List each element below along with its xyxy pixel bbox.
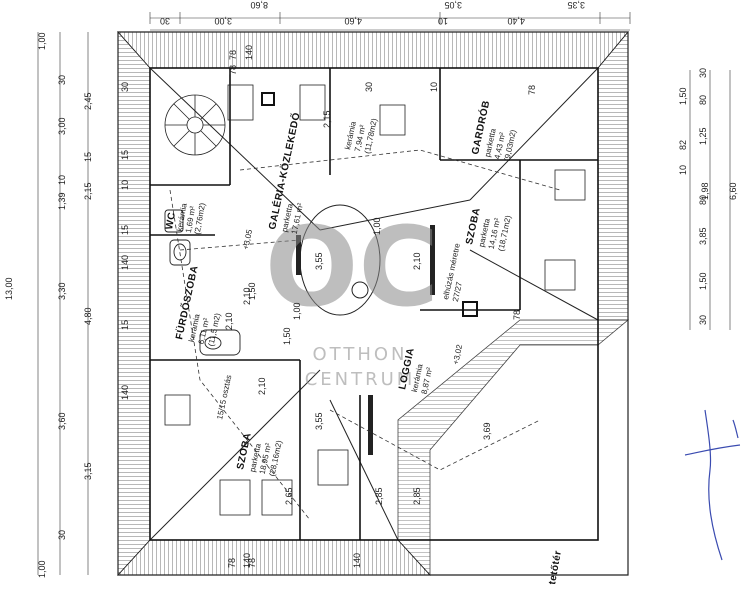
dim-right-a-2: 1,25 bbox=[698, 127, 708, 145]
dim-left-13: 1,00 bbox=[37, 560, 47, 578]
dim-right-a-5: 3,85 bbox=[698, 227, 708, 245]
right-dimension-lines bbox=[689, 70, 731, 330]
dim-int-7: 1,50 bbox=[247, 282, 257, 300]
watermark-line1: OTTHON bbox=[312, 344, 407, 365]
dim-right-b-1: 82 bbox=[678, 140, 688, 150]
bathroom-fixtures bbox=[164, 209, 241, 356]
walls bbox=[149, 67, 599, 541]
furdo-area2: (11,5 m2) bbox=[206, 312, 222, 347]
roof-windows bbox=[164, 84, 586, 516]
dim-left-12: 30 bbox=[57, 530, 67, 540]
top-dimension-chain bbox=[149, 12, 631, 31]
signature bbox=[684, 409, 741, 561]
stair-note: 15/15 osztás bbox=[215, 374, 233, 420]
dim-left-10: 3,60 bbox=[57, 412, 67, 430]
dim-left-1: 30 bbox=[57, 75, 67, 85]
dim-int-10: 2,10 bbox=[257, 377, 267, 395]
dim-overall: 8,60 bbox=[250, 0, 268, 10]
dim-left-9: 4,80 bbox=[83, 307, 93, 325]
dim-left-inner-5: 15 bbox=[120, 320, 130, 330]
left-dimension-lines bbox=[37, 32, 89, 575]
dim-int-24: 78 bbox=[512, 310, 522, 320]
left-dimension-labels: 1,00 30 2,45 3,00 15 10 1,39 2,15 3,30 4,80 3,60 3,… bbox=[37, 32, 130, 578]
dim-int-3: 2,15 bbox=[322, 110, 332, 128]
dim-left-inner-6: 140 bbox=[120, 385, 130, 400]
dim-right-b-0: 1,50 bbox=[678, 87, 688, 105]
dim-left-3: 3,00 bbox=[57, 117, 67, 135]
dim-left-4: 15 bbox=[83, 152, 93, 162]
dim-int-22: 78 bbox=[247, 558, 257, 568]
solid-walls bbox=[261, 92, 478, 455]
dim-right-a-0: 30 bbox=[698, 68, 708, 78]
dim-int-17: 3,69 bbox=[482, 422, 492, 440]
kemeny-value: 27/27 bbox=[451, 281, 464, 303]
dim-int-25: 78 bbox=[527, 85, 537, 95]
top-dimension-labels: 8,60 30 3,00 4,60 3,05 3,35 10 4,40 bbox=[160, 0, 585, 26]
dim-int-6: 1,00 bbox=[292, 302, 302, 320]
dim-int-19: 2,10 bbox=[412, 252, 422, 270]
dim-right-a-3: 80 bbox=[698, 195, 708, 205]
dim-left-5: 10 bbox=[57, 175, 67, 185]
dim-left-inner-2: 10 bbox=[120, 180, 130, 190]
dim-int-4: 30 bbox=[364, 82, 374, 92]
spiral-stair-center bbox=[299, 204, 381, 316]
dim-int-16: 2,85 bbox=[412, 487, 422, 505]
dim-top-10: 10 bbox=[438, 16, 448, 26]
dim-int-11: 3,55 bbox=[314, 252, 324, 270]
dim-left-0: 1,00 bbox=[37, 32, 47, 50]
dim-left-8: 3,30 bbox=[57, 282, 67, 300]
dim-int-20: 78 bbox=[227, 558, 237, 568]
dim-left-11: 3,15 bbox=[83, 462, 93, 480]
dim-int-18: 10 bbox=[429, 82, 439, 92]
dashed-lines bbox=[169, 149, 561, 521]
dim-int-21: 140 bbox=[242, 553, 252, 568]
dim-top-460: 4,60 bbox=[344, 16, 362, 26]
dim-int-8: 2,10 bbox=[242, 287, 252, 305]
dim-int-2: 78 bbox=[228, 65, 238, 75]
watermark: OC OTTHON CENTRUM bbox=[265, 203, 439, 390]
spiral-stair-top bbox=[164, 94, 226, 156]
floor-label: tetőtér bbox=[547, 550, 564, 586]
dim-left-inner-3: 15 bbox=[120, 225, 130, 235]
watermark-logo: OC bbox=[265, 203, 439, 331]
dim-left-inner-0: 30 bbox=[120, 82, 130, 92]
wc-name: WC bbox=[164, 211, 178, 230]
dim-right-a-1: 80 bbox=[698, 95, 708, 105]
level-note-1: +3,05 bbox=[241, 228, 254, 250]
dim-int-12: 1,00 bbox=[372, 217, 382, 235]
roof-ridges bbox=[149, 67, 599, 541]
dim-right-a-4: 1,98 bbox=[700, 182, 710, 200]
dim-top-305: 3,05 bbox=[444, 0, 462, 10]
dim-left-inner-1: 15 bbox=[120, 150, 130, 160]
roof-eaves bbox=[117, 30, 630, 577]
dim-left-2: 2,45 bbox=[83, 92, 93, 110]
dim-top-335: 3,35 bbox=[567, 0, 585, 10]
dim-right-b-3: 6,60 bbox=[728, 182, 738, 200]
dim-top-300: 3,00 bbox=[214, 16, 232, 26]
dim-left-7: 2,15 bbox=[83, 182, 93, 200]
dim-int-9: 1,50 bbox=[282, 327, 292, 345]
watermark-line2: CENTRUM bbox=[305, 369, 416, 390]
dim-int-1: 140 bbox=[244, 45, 254, 60]
dim-int-23: 140 bbox=[352, 553, 362, 568]
dim-int-5: 2,10 bbox=[224, 312, 234, 330]
dim-int-14: 2,85 bbox=[374, 487, 384, 505]
dim-int-0: 78 bbox=[228, 50, 238, 60]
dim-left-6: 1,39 bbox=[57, 192, 67, 210]
dim-right-b-2: 10 bbox=[678, 165, 688, 175]
dim-int-15: 3,55 bbox=[314, 412, 324, 430]
dim-int-13: 2,65 bbox=[284, 487, 294, 505]
dim-left-overall: 13,00 bbox=[4, 277, 14, 300]
dim-top-440: 4,40 bbox=[507, 16, 525, 26]
dim-right-a-6: 1,50 bbox=[698, 272, 708, 290]
dim-right-a-7: 30 bbox=[698, 315, 708, 325]
dim-left-inner-4: 140 bbox=[120, 255, 130, 270]
level-note-2: +3,02 bbox=[451, 343, 464, 365]
dim-top-30: 30 bbox=[160, 16, 170, 26]
